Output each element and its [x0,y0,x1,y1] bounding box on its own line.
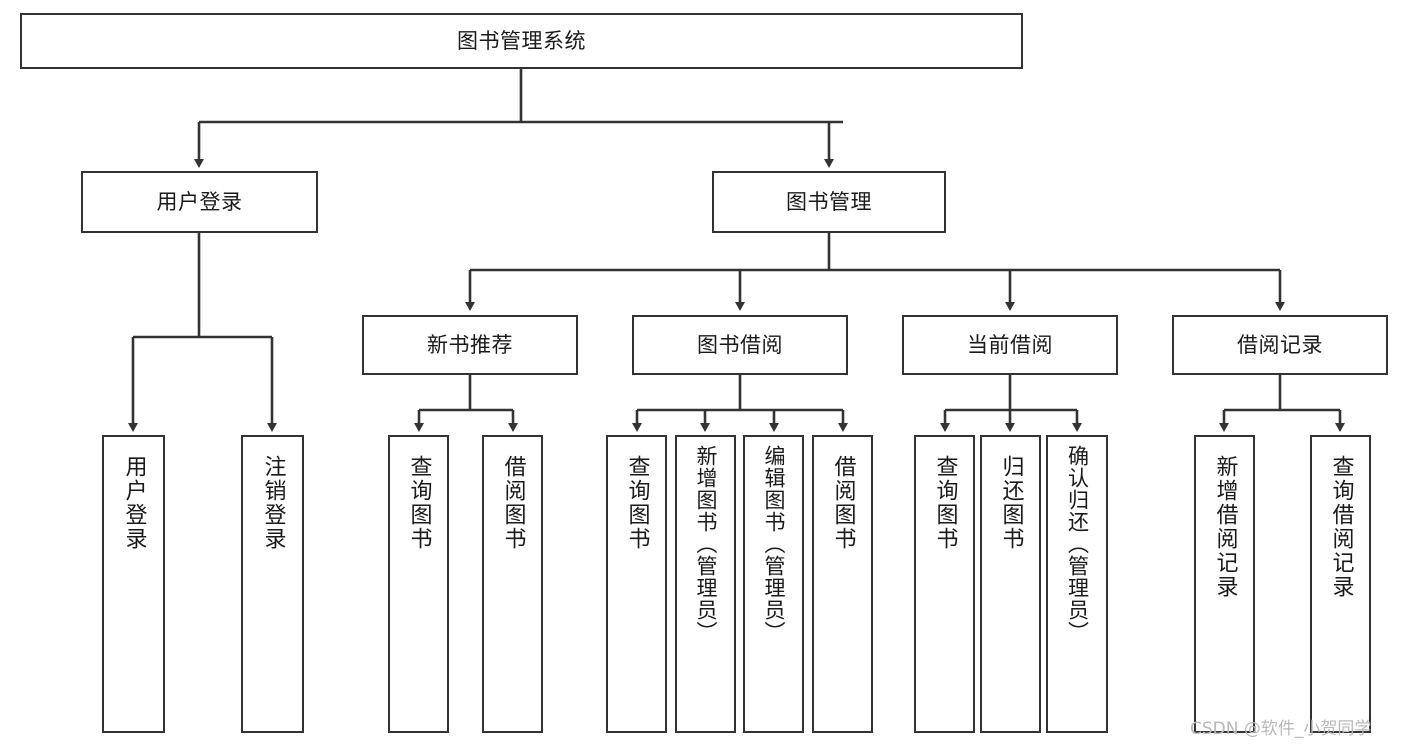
node-leaf-confirm-return[interactable]: 确认归还（管理员） [1046,435,1108,733]
node-leaf-confirm-return-label: 确认归还（管理员） [1065,445,1090,643]
node-leaf-logout-label: 注销登录 [260,455,286,551]
node-book-manage-label: 图书管理 [786,189,872,214]
node-leaf-query-book-1[interactable]: 查询图书 [388,435,449,733]
node-leaf-return-book-label: 归还图书 [998,455,1024,551]
node-leaf-add-book[interactable]: 新增图书（管理员） [675,435,736,733]
node-borrow-record-label: 借阅记录 [1237,332,1323,357]
node-leaf-user-login-label: 用户登录 [121,455,147,551]
node-new-book-recommend-label: 新书推荐 [427,332,513,357]
node-root-label: 图书管理系统 [457,28,586,53]
node-leaf-user-login[interactable]: 用户登录 [102,435,165,733]
node-book-borrow[interactable]: 图书借阅 [632,315,848,375]
node-leaf-add-record-label: 新增借阅记录 [1212,455,1238,599]
node-book-manage[interactable]: 图书管理 [712,171,946,233]
node-book-borrow-label: 图书借阅 [697,332,783,357]
node-current-borrow-label: 当前借阅 [967,332,1053,357]
node-leaf-query-book-3-label: 查询图书 [932,455,958,551]
node-root[interactable]: 图书管理系统 [20,13,1023,69]
node-leaf-query-book-2-label: 查询图书 [624,455,650,551]
node-user-login-label: 用户登录 [156,189,243,214]
node-borrow-record[interactable]: 借阅记录 [1172,315,1388,375]
node-leaf-borrow-book-1[interactable]: 借阅图书 [482,435,543,733]
node-leaf-logout[interactable]: 注销登录 [241,435,304,733]
node-leaf-add-book-label: 新增图书（管理员） [694,445,718,643]
csdn-watermark: CSDN @软件_小贺同学 [1190,719,1372,739]
node-leaf-borrow-book-2-label: 借阅图书 [830,455,856,551]
node-leaf-edit-book[interactable]: 编辑图书（管理员） [743,435,804,733]
node-leaf-return-book[interactable]: 归还图书 [980,435,1041,733]
node-leaf-query-book-2[interactable]: 查询图书 [606,435,667,733]
node-leaf-query-record[interactable]: 查询借阅记录 [1310,435,1371,733]
node-leaf-query-book-3[interactable]: 查询图书 [914,435,975,733]
node-leaf-query-record-label: 查询借阅记录 [1328,455,1354,599]
node-user-login[interactable]: 用户登录 [81,171,318,233]
node-leaf-edit-book-label: 编辑图书（管理员） [762,445,786,643]
node-new-book-recommend[interactable]: 新书推荐 [362,315,578,375]
node-leaf-query-book-1-label: 查询图书 [406,455,432,551]
node-leaf-borrow-book-2[interactable]: 借阅图书 [812,435,873,733]
node-current-borrow[interactable]: 当前借阅 [902,315,1118,375]
node-leaf-borrow-book-1-label: 借阅图书 [500,455,526,551]
node-leaf-add-record[interactable]: 新增借阅记录 [1194,435,1255,733]
